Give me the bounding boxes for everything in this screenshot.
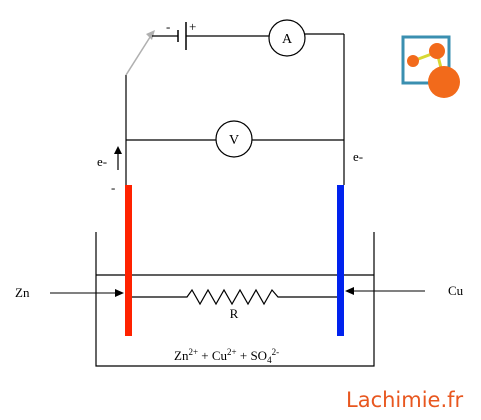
voltmeter-label: V (229, 133, 239, 148)
copper-pointer-head (345, 287, 354, 295)
copper-electrode (337, 185, 344, 336)
logo-medium-ball (429, 43, 445, 59)
ammeter (268, 19, 306, 57)
brand-text: Lachimie.fr (346, 388, 464, 412)
open-switch (125, 33, 153, 76)
battery-plus: + (189, 19, 196, 34)
voltmeter-branch: V (126, 120, 344, 158)
left-electron-label: e- (97, 154, 107, 169)
resistor (132, 288, 337, 306)
electron-flow-arrow-head (114, 146, 122, 154)
zinc-electrode (125, 185, 132, 336)
beaker (95, 232, 375, 367)
battery-minus: - (166, 19, 170, 34)
logo-large-ball (428, 66, 460, 98)
voltmeter (215, 120, 253, 158)
solution-composition: Zn2+ + Cu2+ + SO42- (174, 347, 279, 365)
zinc-pointer-head (115, 289, 124, 297)
switch-arrow (146, 30, 155, 40)
copper-label: Cu (448, 283, 464, 298)
logo-small-ball (407, 55, 419, 67)
left-polarity-sign: - (111, 180, 115, 195)
ammeter-label: A (282, 32, 293, 47)
resistor-label: R (230, 306, 239, 321)
lachimie-logo (401, 35, 460, 98)
zinc-label: Zn (15, 285, 30, 300)
logo-frame (401, 35, 451, 85)
right-electron-label: e- (353, 149, 363, 164)
top-circuit: - + A (125, 19, 345, 185)
